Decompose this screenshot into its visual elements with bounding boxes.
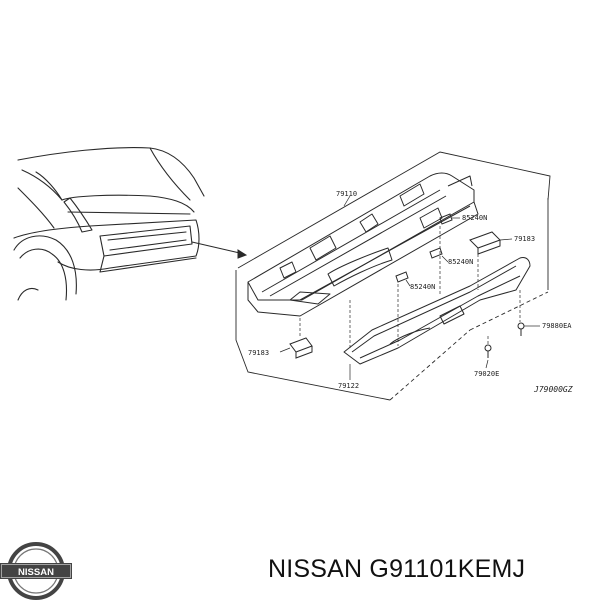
part-label: 79122 (338, 382, 359, 390)
part-label: 85240N (410, 283, 435, 291)
part-79110-reinforcement (247, 172, 479, 317)
part-label: 79183 (514, 235, 535, 243)
part-number-title: NISSAN G91101KEMJ (268, 555, 526, 583)
assembly-frame (235, 151, 551, 401)
leader-lines (299, 226, 521, 348)
reference-code: J79000GZ (533, 385, 573, 394)
label-leaders (279, 195, 540, 380)
pointer-arrow (191, 241, 248, 259)
part-label: 79110 (336, 190, 357, 198)
part-fasteners (484, 322, 525, 358)
part-label: 79183 (248, 349, 269, 357)
part-79183-bracket-left (289, 337, 313, 359)
part-79183-bracket-right (469, 231, 501, 255)
part-85240n-clips (395, 213, 453, 283)
part-label: 79880EA (542, 322, 572, 330)
part-label: 79020E (474, 370, 499, 378)
car-rear-outline (13, 147, 205, 301)
nissan-logo-icon: NISSAN (0, 542, 72, 600)
part-label: 85240N (448, 258, 473, 266)
part-79122-finisher (343, 257, 531, 365)
svg-text:NISSAN: NISSAN (18, 567, 54, 578)
part-label: 85240N (462, 214, 487, 222)
